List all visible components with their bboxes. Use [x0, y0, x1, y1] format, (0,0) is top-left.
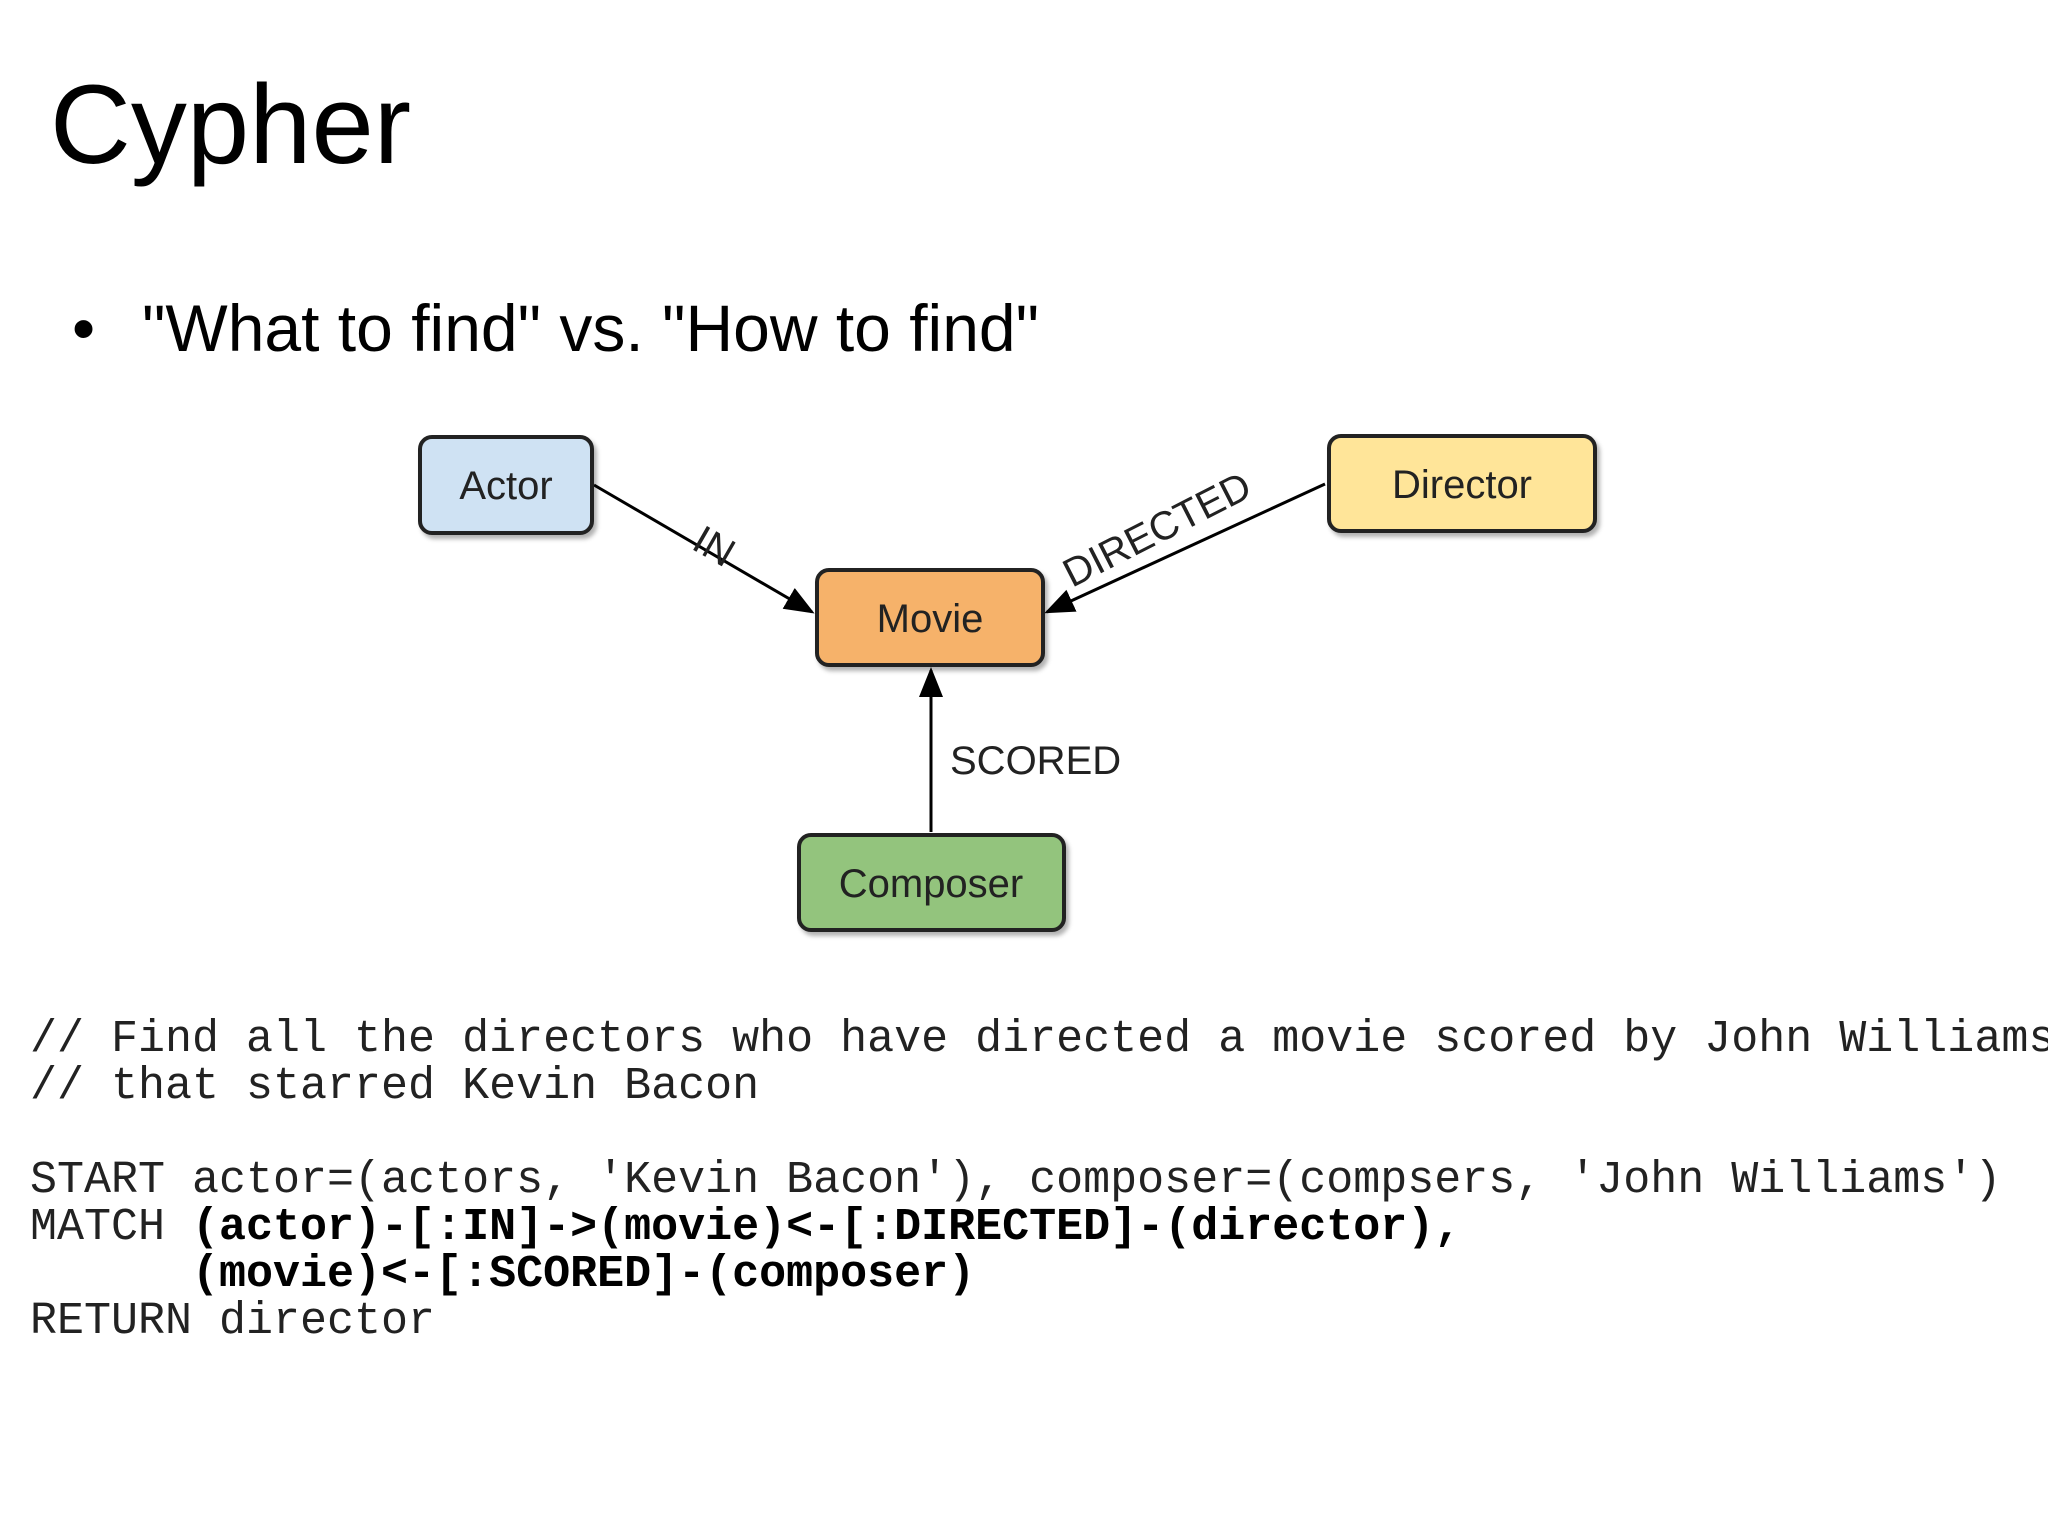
slide-title: Cypher [50, 62, 412, 187]
node-actor: Actor [418, 435, 594, 535]
node-composer: Composer [797, 833, 1066, 932]
code-comment: // Find all the directors who have direc… [30, 1014, 2048, 1065]
bullet-item: • "What to find" vs. "How to find" [72, 288, 1039, 368]
node-director: Director [1327, 434, 1597, 533]
node-label: Actor [459, 464, 552, 508]
code-match-pattern: (actor)-[:IN]->(movie)<-[:DIRECTED]-(dir… [192, 1202, 1462, 1253]
code-start: START actor=(actors, 'Kevin Bacon'), com… [30, 1155, 2002, 1206]
bullet-icon: • [72, 291, 96, 365]
code-comment: // that starred Kevin Bacon [30, 1061, 760, 1112]
node-label: Movie [877, 597, 984, 641]
graph-diagram: IN DIRECTED SCORED Actor Movie Director … [418, 434, 1597, 932]
bullet-text: "What to find" vs. "How to find" [142, 291, 1040, 365]
node-label: Composer [839, 862, 1024, 906]
edge-label-scored: SCORED [950, 739, 1121, 783]
edge-scored: SCORED [919, 667, 1121, 832]
edge-directed: DIRECTED [1044, 464, 1326, 614]
code-return: RETURN director [30, 1296, 436, 1347]
code-keyword: MATCH [30, 1202, 193, 1253]
code-block: // Find all the directors who have direc… [30, 1016, 2048, 1345]
node-movie: Movie [815, 568, 1045, 667]
edge-in: IN [593, 483, 815, 614]
code-match-pattern: (movie)<-[:SCORED]-(composer) [192, 1249, 976, 1300]
node-label: Director [1392, 463, 1532, 507]
code-indent [30, 1249, 192, 1300]
